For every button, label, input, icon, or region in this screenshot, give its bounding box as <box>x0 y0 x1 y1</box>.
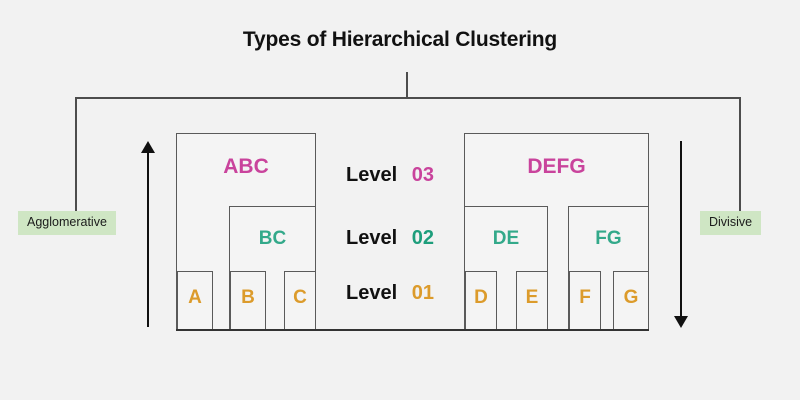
connector-stem <box>406 72 408 99</box>
arrow-up-shaft <box>147 152 149 327</box>
level-01-number: 01 <box>411 282 434 304</box>
leaf-label-f: F <box>579 287 591 308</box>
level-02-text: Level <box>346 227 398 249</box>
level-row-03: Level 03 <box>315 165 465 185</box>
cluster-label-de: DE <box>492 228 520 249</box>
leaf-box-c[interactable]: C <box>284 271 316 330</box>
page-title: Types of Hierarchical Clustering <box>242 28 558 51</box>
cluster-label-defg: DEFG <box>527 155 586 178</box>
level-03-text: Level <box>346 164 398 186</box>
connector-left-drop <box>75 97 77 217</box>
connector-horizontal <box>75 97 741 99</box>
level-row-02: Level 02 <box>315 228 465 248</box>
cluster-label-bc: BC <box>258 228 287 249</box>
level-01-text: Level <box>346 282 398 304</box>
connector-right-drop <box>739 97 741 217</box>
leaf-box-g[interactable]: G <box>613 271 649 330</box>
level-row-01: Level 01 <box>315 283 465 303</box>
leaf-box-e[interactable]: E <box>516 271 548 330</box>
cluster-label-abc: ABC <box>223 155 269 178</box>
cluster-label-fg: FG <box>595 228 622 249</box>
leaf-label-d: D <box>474 287 488 308</box>
label-divisive: Divisive <box>700 211 762 235</box>
leaf-label-b: B <box>241 287 255 308</box>
leaf-label-e: E <box>525 287 539 308</box>
arrow-up-head-icon <box>141 141 155 153</box>
leaf-box-b[interactable]: B <box>230 271 266 330</box>
leaf-box-f[interactable]: F <box>569 271 601 330</box>
level-02-number: 02 <box>411 227 434 249</box>
cluster-baseline <box>176 329 649 331</box>
arrow-down-head-icon <box>674 316 688 328</box>
leaf-label-g: G <box>623 287 639 308</box>
leaf-box-a[interactable]: A <box>177 271 213 330</box>
leaf-label-a: A <box>188 287 202 308</box>
leaf-box-d[interactable]: D <box>465 271 497 330</box>
label-agglomerative: Agglomerative <box>18 211 116 235</box>
level-03-number: 03 <box>411 164 434 186</box>
arrow-down-shaft <box>680 141 682 316</box>
leaf-label-c: C <box>293 287 307 308</box>
